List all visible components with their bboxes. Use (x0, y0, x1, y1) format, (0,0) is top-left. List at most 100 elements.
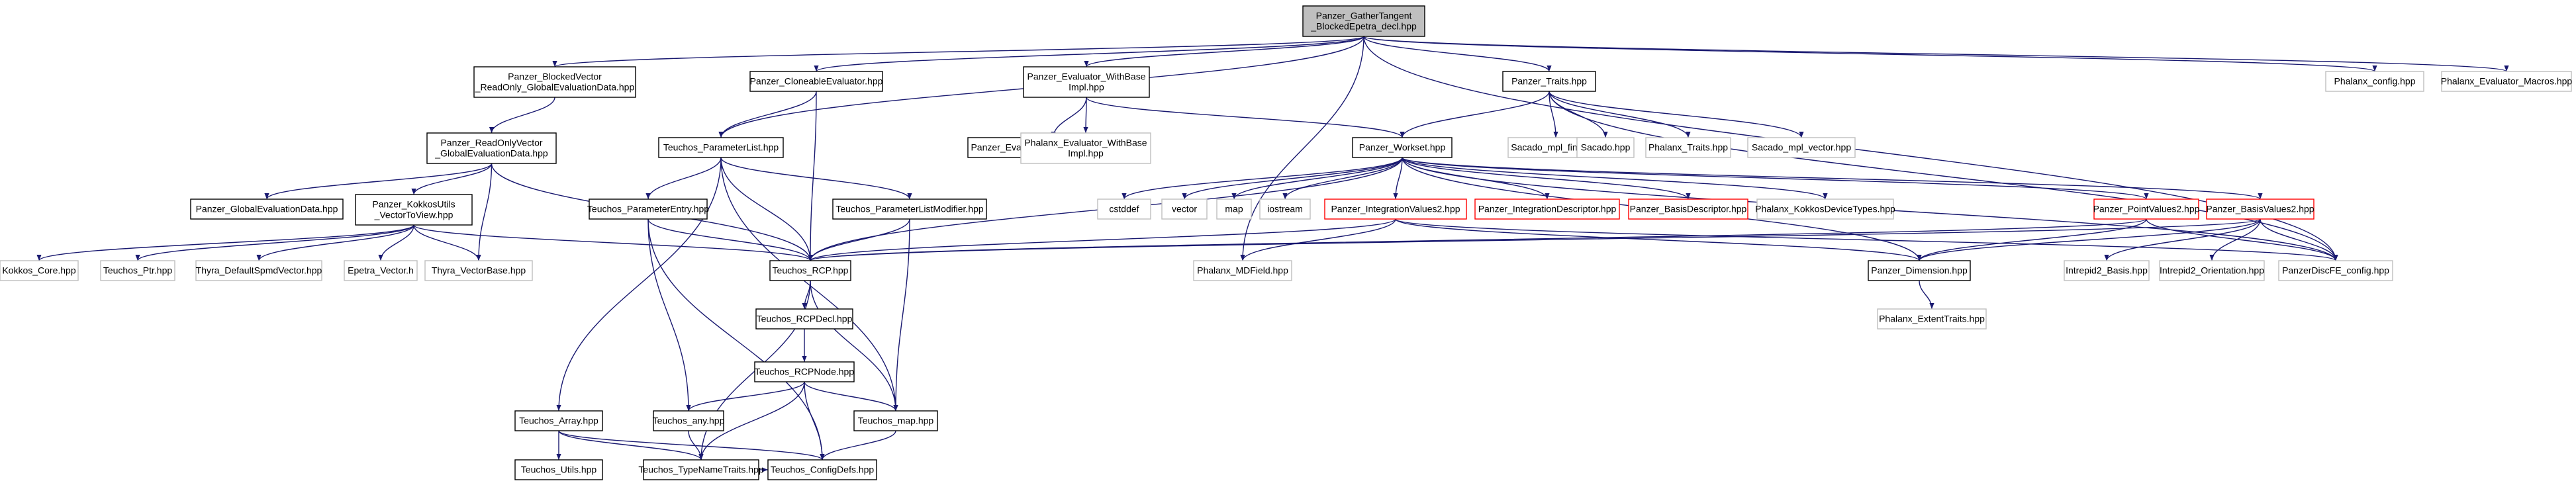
node-tutils[interactable]: Teuchos_Utils.hpp (514, 459, 603, 480)
node-tarray[interactable]: Teuchos_Array.hpp (514, 410, 603, 431)
node-paramlist[interactable]: Teuchos_ParameterList.hpp (658, 137, 784, 158)
node-rcpdecl[interactable]: Teuchos_RCPDecl.hpp (755, 308, 853, 330)
edge-evalwb-to-workset (1086, 97, 1405, 138)
node-label-phxconfig-0: Phalanx_config.hpp (2334, 76, 2416, 87)
node-pointvalues[interactable]: Panzer_PointValues2.hpp (2093, 198, 2200, 220)
node-cloneable[interactable]: Panzer_CloneableEvaluator.hpp (749, 71, 883, 92)
edge-rcpnode-to-configdefs (804, 381, 825, 461)
edge-kokkosutils-to-thyravecbase (413, 224, 481, 261)
node-label-kokkosutils-1: _VectorToView.hpp (374, 210, 453, 220)
node-workset[interactable]: Panzer_Workset.hpp (1352, 137, 1453, 158)
node-label-cloneable-0: Panzer_CloneableEvaluator.hpp (750, 76, 883, 87)
node-box-rcp (769, 260, 851, 281)
node-box-dimension (1868, 260, 1971, 281)
node-label-phxevalwb-1: Impl.hpp (1068, 148, 1104, 159)
node-box-map (1216, 198, 1252, 220)
node-box-globaleval (190, 198, 344, 220)
node-label-traits-0: Panzer_Traits.hpp (1511, 76, 1587, 87)
node-blockedvec[interactable]: Panzer_BlockedVector_ReadOnly_GlobalEval… (473, 66, 636, 98)
node-box-thyravecbase (424, 260, 533, 281)
node-label-evalwb-0: Panzer_Evaluator_WithBase (1027, 71, 1146, 82)
edge-intvalues-to-mdfield (1240, 218, 1396, 261)
node-tmap[interactable]: Teuchos_map.hpp (853, 410, 938, 431)
node-box-evalwb (1023, 66, 1150, 98)
node-label-blockedvec-1: _ReadOnly_GlobalEvaluationData.hpp (475, 82, 635, 93)
node-label-typename-0: Teuchos_TypeNameTraits.hpp (638, 464, 764, 475)
node-box-root (1302, 5, 1425, 37)
edge-cloneable-to-paramlist (718, 91, 817, 138)
node-box-kokkosdev (1756, 198, 1894, 220)
node-label-basisdesc-0: Panzer_BasisDescriptor.hpp (1630, 204, 1747, 214)
edge-root-to-evalwb (1084, 36, 1364, 67)
node-label-kokkosdev-0: Phalanx_KokkosDeviceTypes.hpp (1755, 204, 1895, 214)
node-box-basisdesc (1628, 198, 1748, 220)
node-vector: vector (1161, 198, 1208, 220)
node-rcpnode[interactable]: Teuchos_RCPNode.hpp (754, 361, 855, 382)
node-sacado: Sacado.hpp (1576, 137, 1635, 158)
edge-intvalues-to-discfe (1395, 218, 2338, 261)
node-label-root-0: Panzer_GatherTangent (1316, 11, 1412, 21)
edge-readonly-to-thyravecbase (476, 163, 493, 261)
edge-rcpnode-to-typename (698, 381, 805, 461)
node-epetravec: Epetra_Vector.h (344, 260, 418, 281)
node-box-extent (1877, 308, 1987, 330)
edge-paramlist-to-tarray (556, 157, 722, 412)
node-kokkosutils[interactable]: Panzer_KokkosUtils_VectorToView.hpp (355, 194, 473, 226)
node-configdefs[interactable]: Teuchos_ConfigDefs.hpp (767, 459, 877, 480)
node-box-blockedvec (473, 66, 636, 98)
edge-root-to-phxconfig (1363, 36, 2377, 72)
node-mdfield: Phalanx_MDField.hpp (1193, 260, 1292, 281)
node-box-thyraspmd (195, 260, 322, 281)
edge-workset-to-basisdesc (1402, 157, 1691, 200)
node-box-basisvalues (2206, 198, 2314, 220)
node-label-phxevalwb-0: Phalanx_Evaluator_WithBase (1024, 138, 1147, 148)
node-box-pointvalues (2093, 198, 2199, 220)
node-label-kokkoscore-0: Kokkos_Core.hpp (2, 265, 76, 276)
node-basisdesc[interactable]: Panzer_BasisDescriptor.hpp (1628, 198, 1748, 220)
node-intvalues[interactable]: Panzer_IntegrationValues2.hpp (1324, 198, 1467, 220)
edge-traits-to-mplvector (1549, 91, 1804, 138)
node-typename[interactable]: Teuchos_TypeNameTraits.hpp (638, 459, 764, 480)
node-globaleval[interactable]: Panzer_GlobalEvaluationData.hpp (190, 198, 344, 220)
node-box-phxevalwb (1020, 132, 1151, 164)
node-paramlistmod[interactable]: Teuchos_ParameterListModifier.hpp (832, 198, 987, 220)
nodes-layer: Panzer_GatherTangent_BlockedEpetra_decl.… (0, 5, 2572, 480)
node-box-tarray (514, 410, 603, 431)
node-label-mdfield-0: Phalanx_MDField.hpp (1197, 265, 1288, 276)
node-label-intdesc-0: Panzer_IntegrationDescriptor.hpp (1478, 204, 1617, 214)
edge-rcp-to-tmap (810, 280, 898, 412)
node-dimension[interactable]: Panzer_Dimension.hpp (1868, 260, 1971, 281)
node-box-intdesc (1474, 198, 1620, 220)
node-tany[interactable]: Teuchos_any.hpp (653, 410, 725, 431)
node-cstddef: cstddef (1097, 198, 1151, 220)
edge-basisvalues-to-dimension (1917, 218, 2261, 261)
edge-rcpnode-to-tmap (804, 381, 898, 412)
node-kokkoscore: Kokkos_Core.hpp (0, 260, 79, 281)
node-box-tany (653, 410, 724, 431)
node-box-epetravec (344, 260, 418, 281)
node-basisvalues[interactable]: Panzer_BasisValues2.hpp (2206, 198, 2314, 220)
node-label-dimension-0: Panzer_Dimension.hpp (1871, 265, 1968, 276)
node-label-map-0: map (1225, 204, 1243, 214)
node-rcp[interactable]: Teuchos_RCP.hpp (769, 260, 851, 281)
node-mplvector: Sacado_mpl_vector.hpp (1747, 137, 1856, 158)
node-box-phxtraits (1645, 137, 1731, 158)
node-intdesc[interactable]: Panzer_IntegrationDescriptor.hpp (1474, 198, 1620, 220)
edge-kokkosutils-to-kokkoscore (36, 224, 414, 261)
node-traits[interactable]: Panzer_Traits.hpp (1502, 71, 1596, 92)
node-teuchosptr: Teuchos_Ptr.hpp (100, 260, 175, 281)
node-label-paramentry-0: Teuchos_ParameterEntry.hpp (587, 204, 709, 214)
edge-pointvalues-to-dimension (1917, 218, 2147, 261)
edge-paramentry-to-rcp (647, 218, 813, 261)
node-label-cstddef-0: cstddef (1109, 204, 1139, 214)
edge-traits-to-workset (1400, 91, 1550, 138)
edge-pointvalues-to-rcp (808, 218, 2147, 261)
edge-root-to-cloneable (814, 36, 1364, 72)
node-label-extent-0: Phalanx_ExtentTraits.hpp (1879, 314, 1985, 324)
node-root[interactable]: Panzer_GatherTangent_BlockedEpetra_decl.… (1302, 5, 1425, 37)
node-paramentry[interactable]: Teuchos_ParameterEntry.hpp (587, 198, 709, 220)
edge-intvalues-to-dimension (1395, 218, 1922, 261)
node-readonly[interactable]: Panzer_ReadOnlyVector_GlobalEvaluationDa… (426, 132, 557, 164)
